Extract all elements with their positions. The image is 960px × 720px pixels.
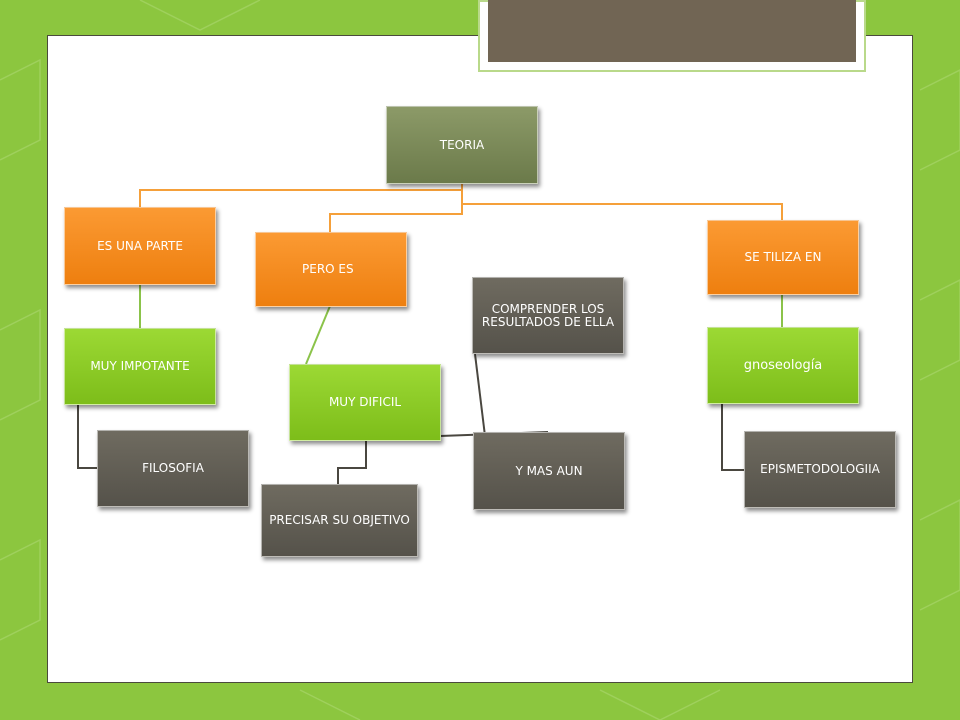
node-muy-impotante[interactable]: MUY IMPOTANTE — [64, 328, 216, 405]
node-y-mas-aun[interactable]: Y MAS AUN — [473, 432, 625, 510]
connector-teoria-es-una-parte — [139, 183, 463, 207]
node-es-una-parte-label: ES UNA PARTE — [97, 238, 183, 253]
connector-muy-dificil-precisar — [337, 440, 367, 484]
node-precisar-label: PRECISAR SU OBJETIVO — [269, 513, 410, 527]
connector-gnoseologia-episme — [721, 404, 744, 471]
node-muy-dificil-label: MUY DIFICIL — [328, 395, 402, 409]
node-gnoseologia-label: gnoseología — [743, 358, 823, 373]
node-comprender-label: COMPRENDER LOS RESULTADOS DE ELLA — [481, 301, 615, 329]
node-muy-impotante-label: MUY IMPOTANTE — [90, 359, 190, 373]
node-precisar[interactable]: PRECISAR SU OBJETIVO — [261, 484, 418, 557]
node-episme-label: EPISMETODOLOGIIA — [760, 462, 880, 476]
node-teoria[interactable]: TEORIA — [386, 106, 538, 184]
node-se-tiliza-en-label: SE TILIZA EN — [744, 250, 822, 264]
node-filosofia[interactable]: FILOSOFIA — [97, 430, 249, 507]
connector-pero-es-muy-dificil — [305, 305, 331, 365]
connector-muy-impotante-filosofia — [77, 404, 98, 469]
node-se-tiliza-en[interactable]: SE TILIZA EN — [707, 220, 859, 295]
node-pero-es[interactable]: PERO ES — [255, 232, 407, 307]
node-gnoseologia[interactable]: gnoseología — [707, 327, 859, 404]
node-filosofia-label: FILOSOFIA — [142, 461, 204, 475]
node-muy-dificil[interactable]: MUY DIFICIL — [289, 364, 441, 441]
connector-comprender-y-mas-aun — [474, 353, 486, 437]
title-box — [488, 0, 856, 62]
node-episme[interactable]: EPISMETODOLOGIIA — [744, 431, 896, 508]
connector-teoria-se-tiliza-en — [461, 190, 783, 220]
node-teoria-label: TEORIA — [439, 137, 485, 152]
node-pero-es-label: PERO ES — [302, 262, 354, 276]
node-es-una-parte[interactable]: ES UNA PARTE — [64, 207, 216, 285]
connector-teoria-pero-es — [329, 190, 463, 232]
node-y-mas-aun-label: Y MAS AUN — [515, 463, 583, 478]
node-comprender[interactable]: COMPRENDER LOS RESULTADOS DE ELLA — [472, 277, 624, 354]
